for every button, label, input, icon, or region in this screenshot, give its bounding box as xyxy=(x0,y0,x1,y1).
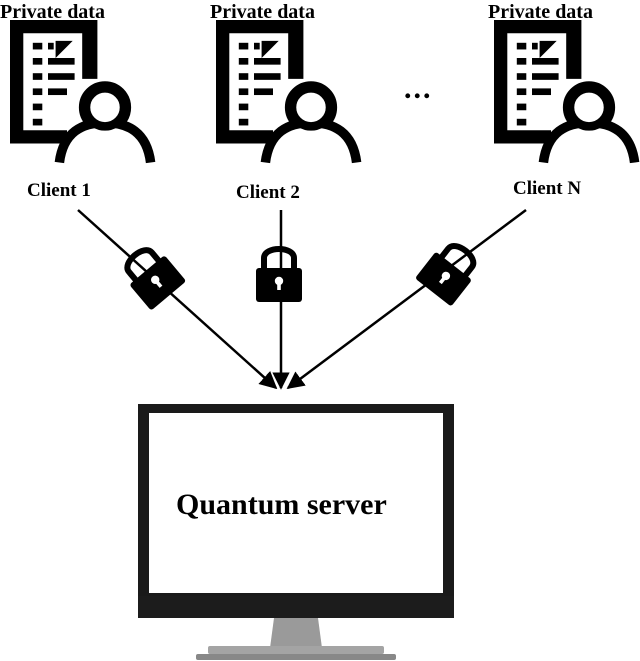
more-clients-ellipsis: ... xyxy=(404,72,433,105)
client-1-icon xyxy=(10,20,151,163)
client-1-label: Client 1 xyxy=(27,180,91,201)
lock-icon xyxy=(117,241,186,311)
lock-icon xyxy=(256,249,302,302)
client-n-data-label: Private data xyxy=(488,1,593,23)
client-2-label: Client 2 xyxy=(236,182,300,203)
client-n-icon xyxy=(494,20,635,163)
server-label: Quantum server xyxy=(176,488,387,521)
arrow-client-1 xyxy=(77,209,278,390)
client-n-label: Client N xyxy=(513,178,582,199)
monitor-icon xyxy=(138,404,454,660)
client-2-data-label: Private data xyxy=(210,1,315,23)
client-1-data-label: Private data xyxy=(0,1,105,23)
client-2-icon xyxy=(216,20,357,163)
lock-icon xyxy=(415,237,484,307)
arrow-client-n xyxy=(286,208,527,390)
